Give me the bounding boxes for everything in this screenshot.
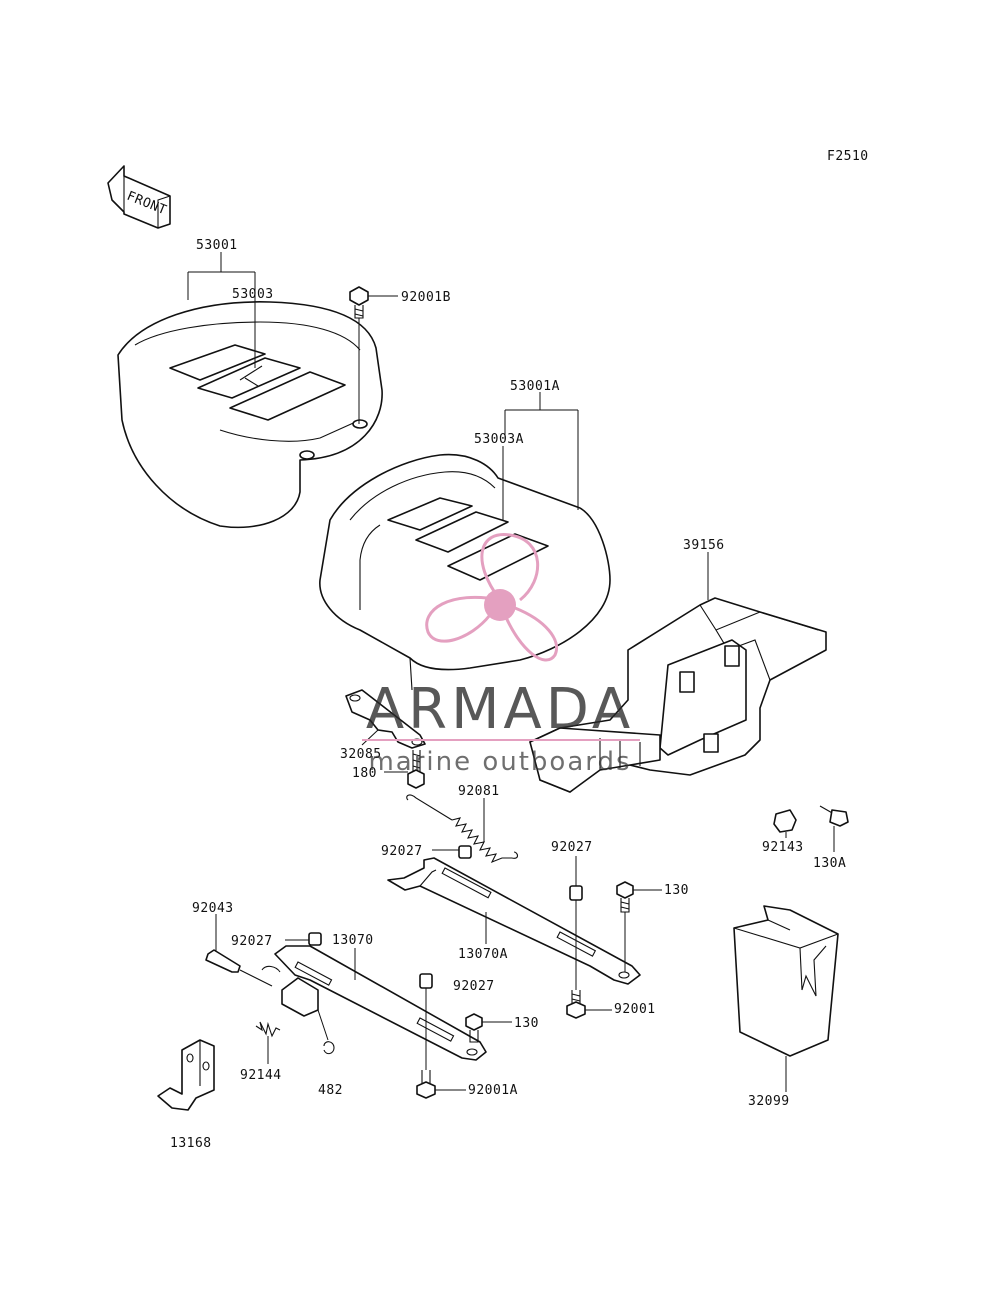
label-92043: 92043 [192,901,234,916]
label-130A: 130A [813,856,846,871]
bolt-130-lower [465,1013,483,1043]
label-92027-d: 92027 [453,979,495,994]
clip-482 [323,1041,335,1055]
label-92001A: 92001A [468,1083,518,1098]
bracket-13168 [157,1039,215,1111]
seat-53001 [117,301,383,529]
box-39156 [529,597,827,793]
label-13070: 13070 [332,933,374,948]
label-180: 180 [352,766,377,781]
label-92001: 92001 [614,1002,656,1017]
watermark: ARMADA marine outboards [362,532,640,777]
label-92001B: 92001B [401,290,451,305]
label-53003: 53003 [232,287,274,302]
label-482: 482 [318,1083,343,1098]
grommet-92143 [773,809,797,833]
bolt-92001A [416,1070,436,1099]
figure-code: F2510 [827,149,869,164]
bolt-130-upper [616,881,634,913]
frame-13070 [261,945,487,1061]
collar-92027-c [308,932,322,946]
label-39156: 39156 [683,538,725,553]
label-53001A: 53001A [510,379,560,394]
label-92027-a: 92027 [381,844,423,859]
spring-92081 [406,794,519,864]
label-130-lower: 130 [514,1016,539,1031]
bolt-92001B [349,286,369,319]
frame-13070A [387,857,641,985]
label-53003A: 53003A [474,432,524,447]
label-32085: 32085 [340,747,382,762]
label-13168: 13168 [170,1136,212,1151]
label-92027-c: 92027 [231,934,273,949]
label-92144: 92144 [240,1068,282,1083]
bolt-130A [819,805,849,827]
label-32099: 32099 [748,1094,790,1109]
label-53001: 53001 [196,238,238,253]
collar-92027-b [569,885,583,901]
bolt-92001 [566,990,586,1019]
propeller-logo-icon [425,532,558,662]
label-92027-b: 92027 [551,840,593,855]
front-arrow-icon: FRONT [107,165,171,229]
collar-92027-d [419,973,433,989]
nut-180 [407,750,425,789]
label-92143: 92143 [762,840,804,855]
label-92081: 92081 [458,784,500,799]
watermark-brand: ARMADA [366,677,634,742]
spring-92144 [255,1021,281,1038]
watermark-tagline: marine outboards [368,747,631,777]
label-13070A: 13070A [458,947,508,962]
cover-32099 [733,905,839,1057]
pin-92043 [205,949,273,987]
collar-92027-a [458,845,472,859]
leader-lines [187,252,835,1092]
label-130-upper: 130 [664,883,689,898]
seat-53001A [319,453,611,691]
